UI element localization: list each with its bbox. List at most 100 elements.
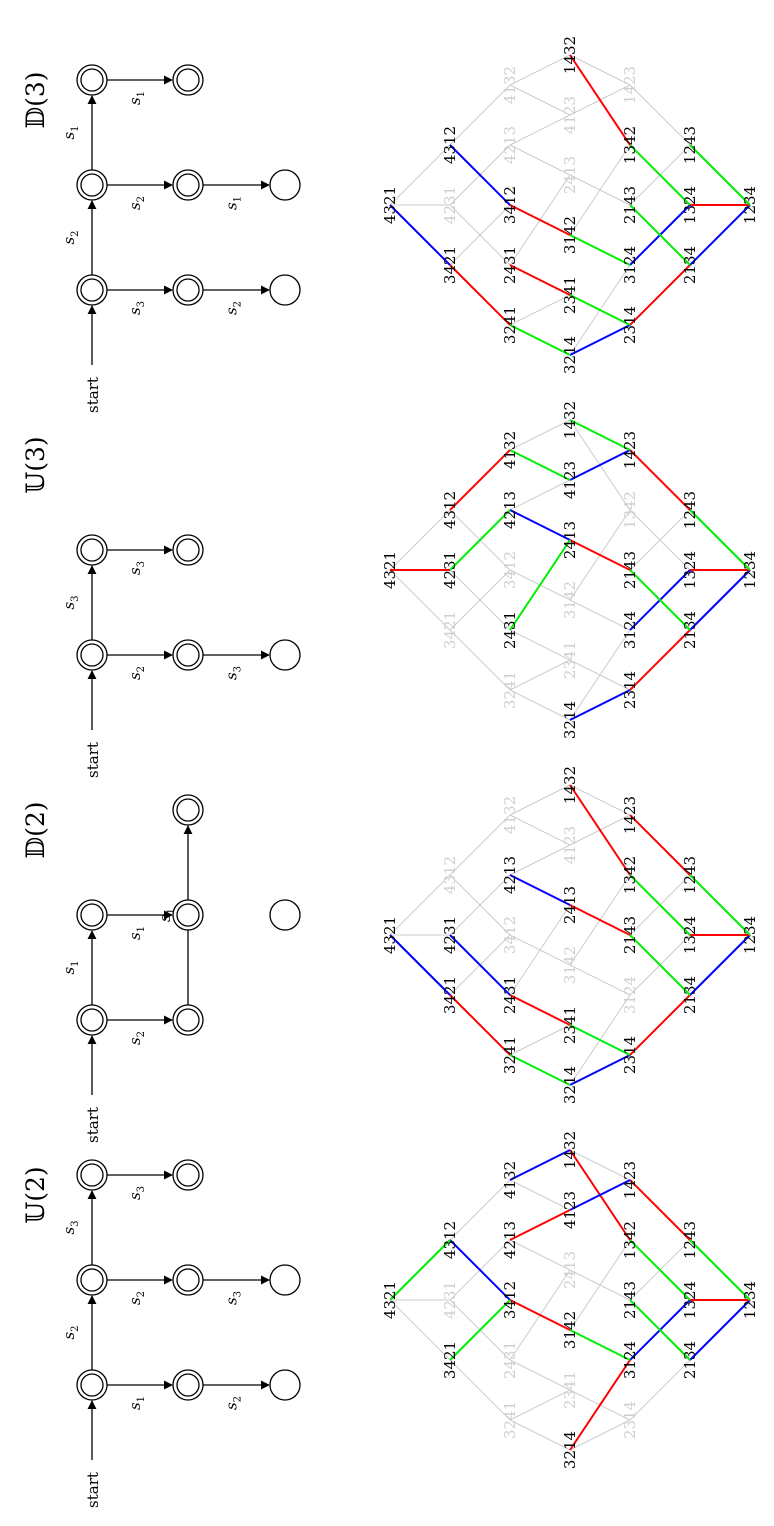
start-label: start (84, 377, 102, 413)
highlighted-edge (449, 1299, 511, 1361)
permutation-label: 3412 (501, 186, 519, 224)
permutation-label: 4123 (561, 826, 579, 864)
permutation-label: 3124 (621, 976, 639, 1014)
permutation-label: 2134 (681, 1341, 699, 1379)
permutation-label: 4312 (441, 1221, 459, 1259)
highlighted-edge (569, 1359, 631, 1451)
highlighted-edge (629, 1179, 691, 1241)
permutation-label: 4312 (441, 856, 459, 894)
highlighted-edge (449, 1239, 511, 1301)
cover-edge (389, 509, 451, 571)
transition-label: s3 (126, 561, 147, 575)
cover-edge (449, 84, 511, 146)
cover-edge (449, 1359, 511, 1421)
highlighted-edge (629, 814, 691, 876)
permutation-label: 1243 (681, 856, 699, 894)
permutation-label: 2143 (621, 186, 639, 224)
permutation-label: 1324 (681, 916, 699, 954)
transition-label: s2 (126, 666, 147, 680)
permutation-label: 1423 (621, 66, 639, 104)
transition-label: s2 (60, 1325, 81, 1339)
panel-title: 𝔻(3) (21, 71, 50, 128)
transition-label: s1 (223, 196, 244, 210)
cover-edge (569, 1419, 631, 1451)
highlighted-edge (509, 204, 571, 236)
highlighted-edge (629, 144, 691, 206)
transition-label: s3 (126, 301, 147, 315)
cover-edge (569, 784, 631, 816)
cover-edge (449, 814, 511, 876)
highlighted-edge (569, 234, 631, 266)
permutation-label: 3214 (561, 1066, 579, 1104)
permutation-label: 3124 (621, 1341, 639, 1379)
permutation-label: 1243 (681, 1221, 699, 1259)
permutation-label: 2314 (621, 671, 639, 709)
highlighted-edge (569, 449, 631, 481)
permutation-label: 4321 (381, 186, 399, 224)
cover-edge (509, 689, 571, 721)
permutation-label: 2143 (621, 916, 639, 954)
permutation-label: 3412 (501, 551, 519, 589)
permutation-label: 2134 (681, 246, 699, 284)
highlighted-edge (509, 449, 571, 481)
highlighted-edge (689, 934, 751, 996)
cover-edge (509, 294, 571, 326)
permutation-label: 2143 (621, 1281, 639, 1319)
permutation-label: 4213 (501, 1221, 519, 1259)
permutation-label: 1234 (741, 551, 759, 589)
cover-edge (509, 479, 571, 511)
permutation-label: 4312 (441, 126, 459, 164)
permutation-label: 2341 (561, 276, 579, 314)
permutation-label: 3241 (501, 671, 519, 709)
highlighted-edge (629, 204, 691, 266)
highlighted-edge (569, 539, 631, 571)
cover-edge (389, 144, 451, 206)
panel-title: 𝕌(2) (21, 1166, 50, 1223)
highlighted-edge (569, 294, 631, 326)
permutation-label: 3412 (501, 916, 519, 954)
permutation-label: 1342 (621, 126, 639, 164)
permutation-label: 2413 (561, 1251, 579, 1289)
permutation-label: 1234 (741, 916, 759, 954)
permutation-label: 2413 (561, 521, 579, 559)
cover-edge (509, 1359, 571, 1391)
permutation-label: 2134 (681, 611, 699, 649)
transition-label: s3 (126, 1186, 147, 1200)
highlighted-edge (569, 784, 631, 876)
highlighted-edge (629, 264, 691, 326)
cover-edge (629, 1359, 691, 1421)
permutation-label: 3241 (501, 1036, 519, 1074)
permutation-label: 3142 (561, 581, 579, 619)
cover-edge (509, 814, 571, 846)
transition-label: s3 (60, 1220, 81, 1234)
transition-label: s1 (60, 960, 81, 974)
permutation-label: 4231 (441, 1281, 459, 1319)
cover-edge (389, 874, 451, 936)
permutation-label: 3214 (561, 701, 579, 739)
permutation-label: 1432 (561, 36, 579, 74)
permutation-label: 2134 (681, 976, 699, 1014)
panel-title: 𝔻(2) (21, 801, 50, 858)
permutation-label: 1243 (681, 126, 699, 164)
highlighted-edge (509, 1209, 571, 1241)
highlighted-edge (689, 144, 751, 206)
permutation-label: 2431 (501, 611, 519, 649)
cover-edge (449, 569, 511, 631)
cover-edge (509, 844, 571, 876)
highlighted-edge (689, 1299, 751, 1361)
cover-edge (509, 1419, 571, 1451)
permutation-label: 1324 (681, 551, 699, 589)
highlighted-edge (569, 1179, 631, 1211)
permutation-label: 4312 (441, 491, 459, 529)
permutation-label: 4132 (501, 1161, 519, 1199)
highlighted-edge (689, 1239, 751, 1301)
permutation-label: 4231 (441, 551, 459, 589)
permutation-label: 3421 (441, 611, 459, 649)
permutation-label: 4213 (501, 856, 519, 894)
cover-edge (569, 629, 631, 721)
highlighted-edge (629, 934, 691, 996)
cover-edge (449, 204, 511, 266)
highlighted-edge (449, 449, 511, 511)
highlighted-edge (509, 509, 571, 541)
